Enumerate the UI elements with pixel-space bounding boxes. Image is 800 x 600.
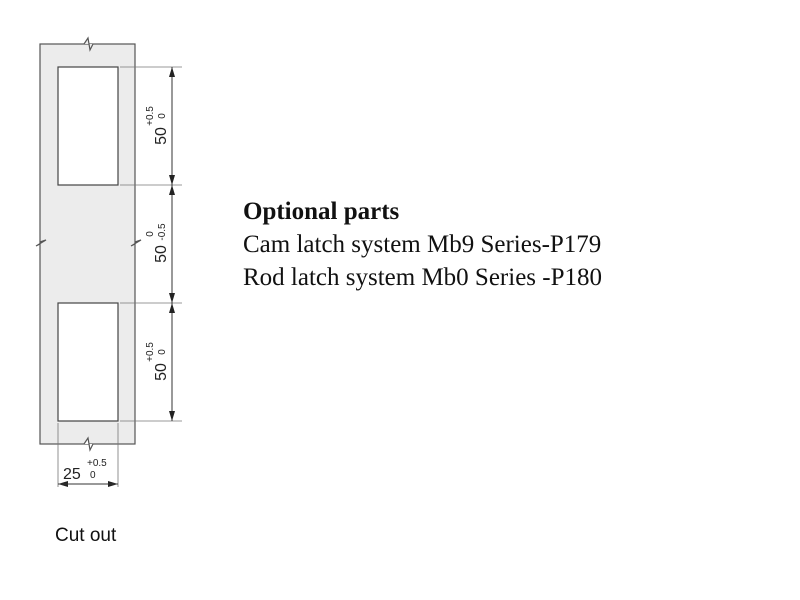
bottom-opening xyxy=(57,302,119,422)
arrow-icon xyxy=(169,67,175,77)
break-mark-bottom xyxy=(83,436,94,452)
dim-middle-gap: 50 0 -0.5 xyxy=(145,223,170,263)
dim-upper-tol: +0.5 xyxy=(145,106,156,126)
break-mark-top xyxy=(83,36,94,52)
dim-value: 50 xyxy=(153,245,170,263)
dim-width: 25 +0.5 0 xyxy=(63,458,107,483)
dim-value: 50 xyxy=(153,127,170,145)
dim-lower-tol: 0 xyxy=(90,470,96,481)
caption: Cut out xyxy=(55,525,117,546)
top-opening xyxy=(57,66,119,186)
dim-lower-tol: 0 xyxy=(157,113,168,119)
dim-lower-tol: 0 xyxy=(157,349,168,355)
dim-upper-tol: +0.5 xyxy=(145,342,156,362)
dim-value: 50 xyxy=(153,363,170,381)
arrow-icon xyxy=(169,303,175,313)
optional-parts-info: Optional parts Cam latch system Mb9 Seri… xyxy=(243,195,602,294)
dim-value: 25 xyxy=(63,466,81,483)
arrow-icon xyxy=(169,411,175,421)
info-title: Optional parts xyxy=(243,198,400,225)
break-mark-left xyxy=(35,239,47,247)
arrow-icon xyxy=(169,175,175,185)
dim-bottom-opening: 50 +0.5 0 xyxy=(145,342,170,381)
dim-upper-tol: +0.5 xyxy=(87,458,107,469)
dim-top-opening: 50 +0.5 0 xyxy=(145,106,170,145)
arrow-icon xyxy=(169,185,175,195)
dim-lower-tol: -0.5 xyxy=(157,223,168,241)
info-item: Cam latch system Mb9 Series-P179 xyxy=(243,231,602,258)
arrow-icon xyxy=(169,293,175,303)
dim-upper-tol: 0 xyxy=(145,231,156,237)
break-mark-right xyxy=(130,239,142,247)
info-item: Rod latch system Mb0 Series -P180 xyxy=(243,264,603,291)
